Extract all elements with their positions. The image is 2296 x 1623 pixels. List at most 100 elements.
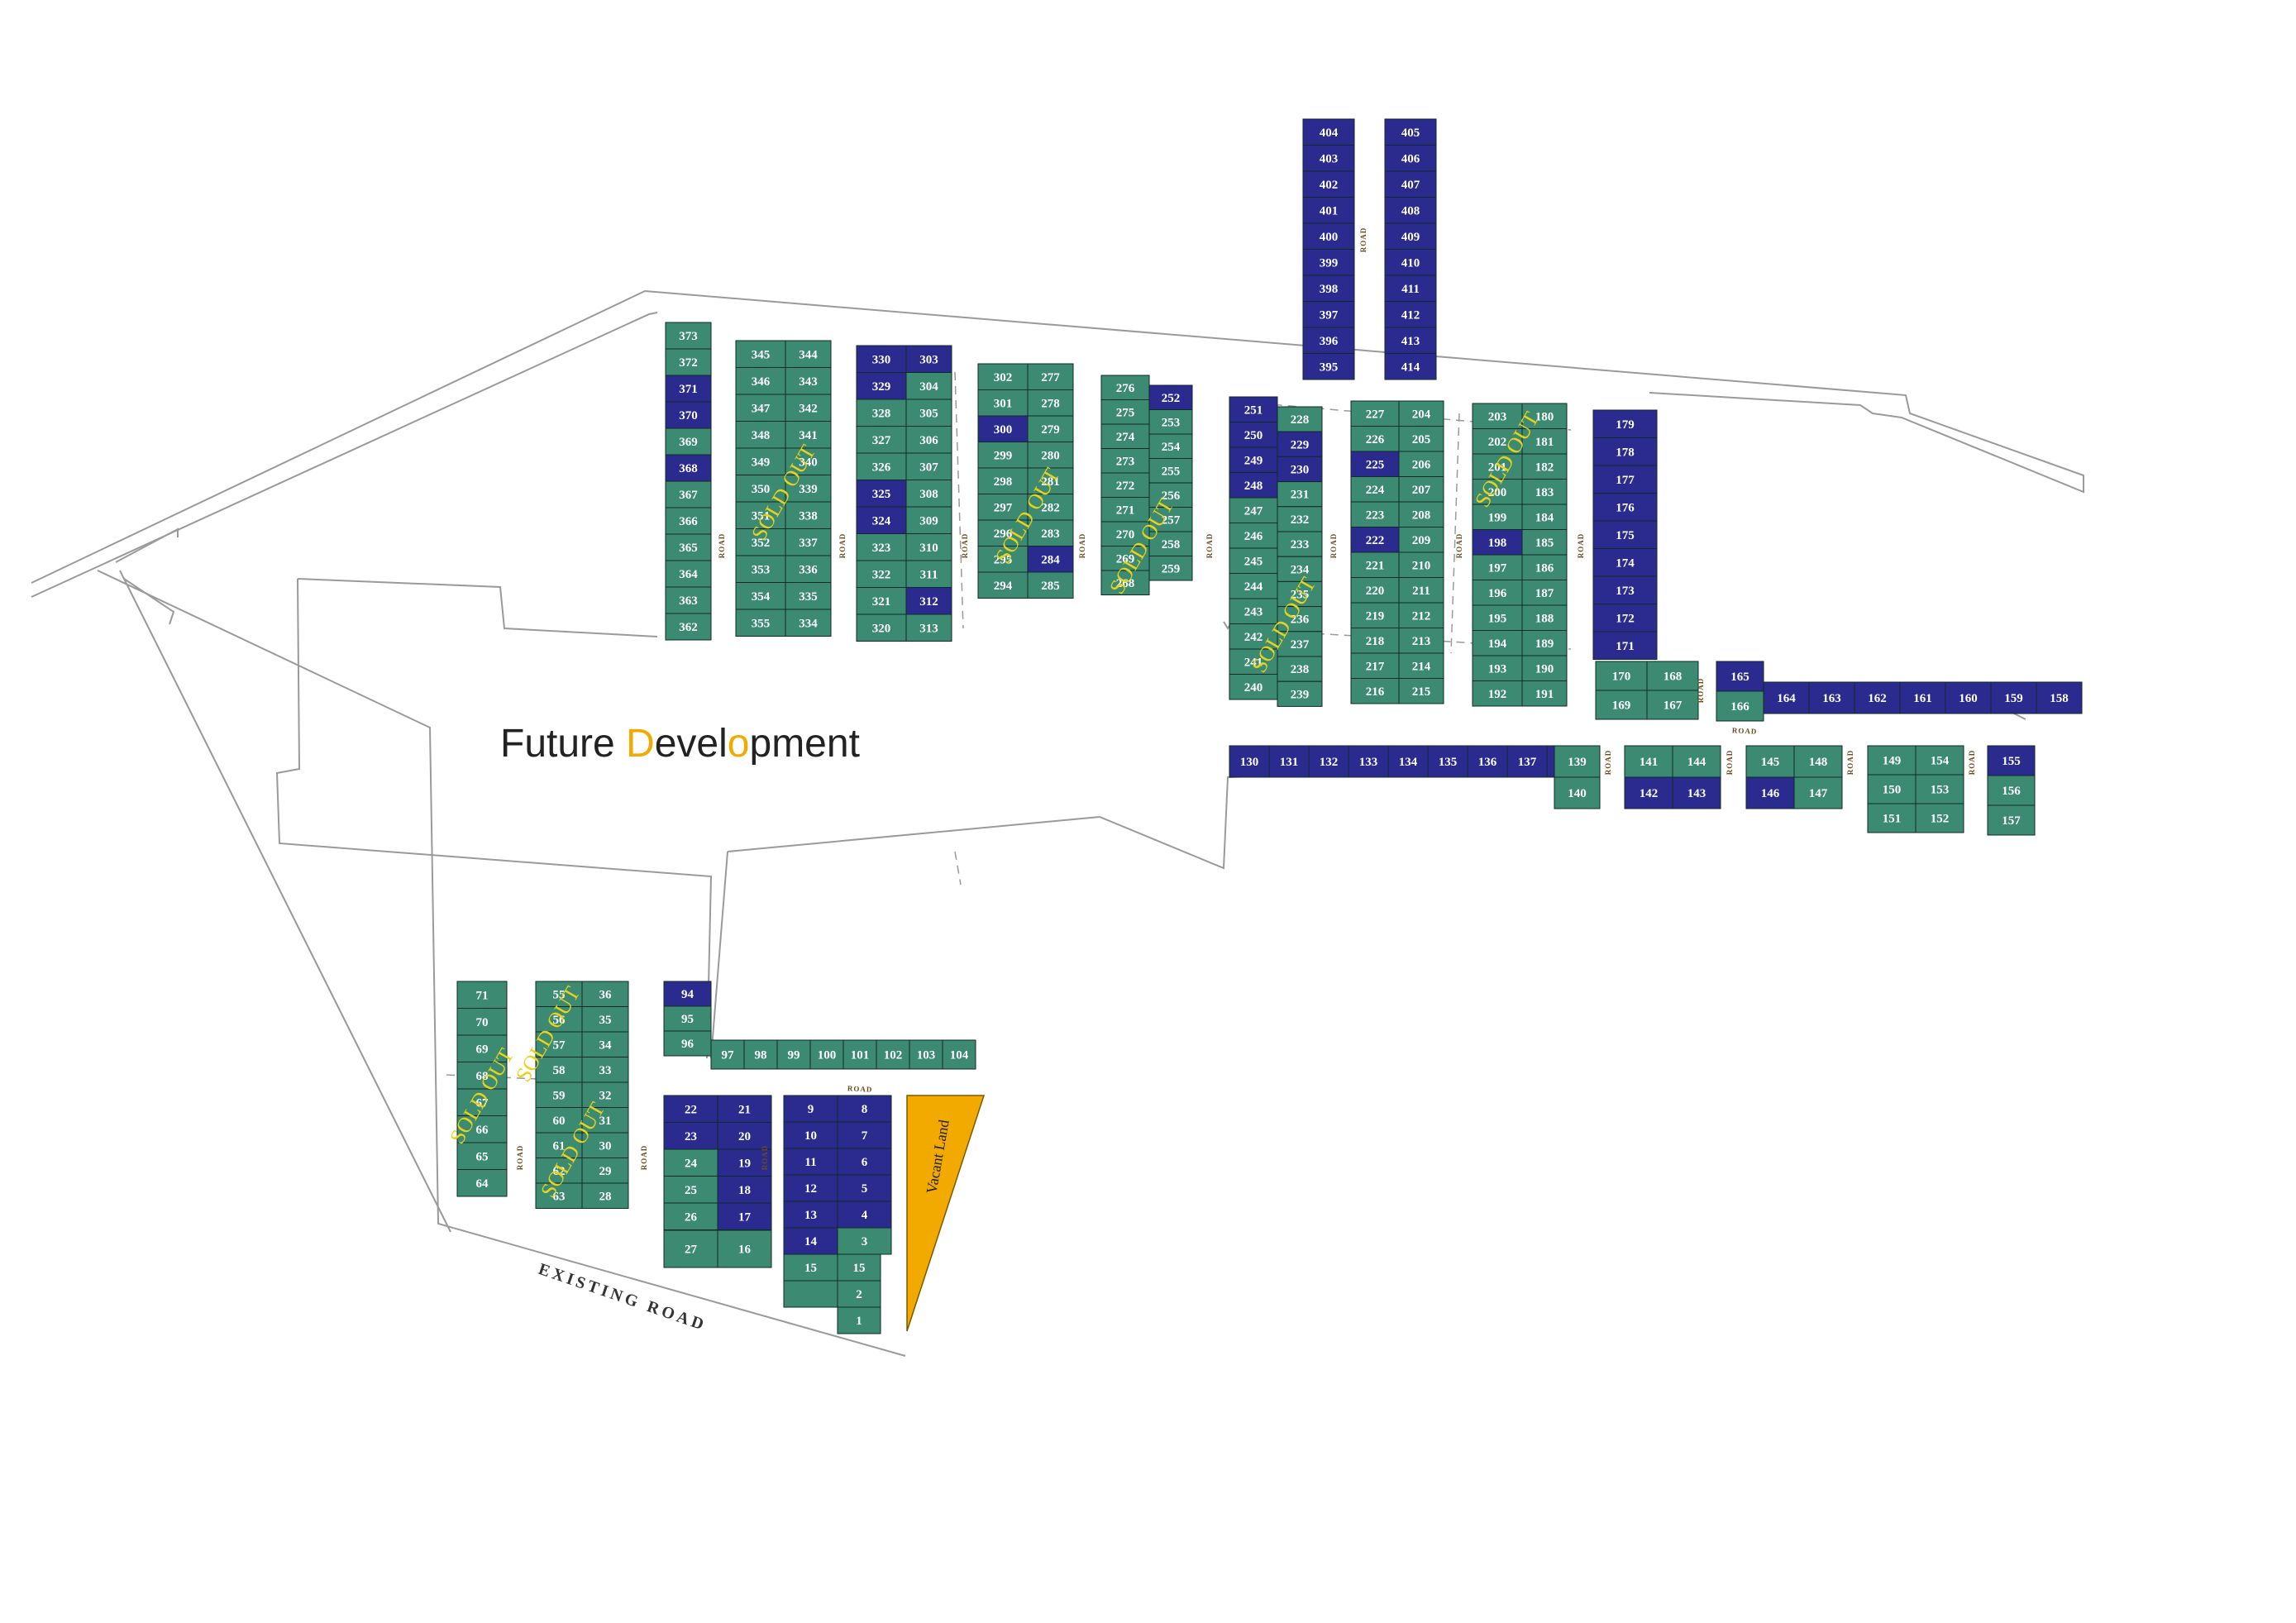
plot-297[interactable]: 297: [977, 494, 1029, 521]
plot-133[interactable]: 133: [1348, 745, 1389, 778]
plot-414[interactable]: 414: [1384, 353, 1437, 380]
plot-254[interactable]: 254: [1148, 433, 1193, 459]
plot-11[interactable]: 11: [783, 1148, 838, 1176]
plot-241[interactable]: 241: [1229, 648, 1278, 675]
plot-281[interactable]: 281: [1027, 467, 1074, 494]
plot-60[interactable]: 60: [535, 1107, 583, 1134]
plot-180[interactable]: 180: [1521, 403, 1568, 429]
plot-231[interactable]: 231: [1277, 481, 1323, 508]
plot-55[interactable]: 55: [535, 981, 583, 1007]
plot-400[interactable]: 400: [1302, 222, 1355, 250]
plot-304[interactable]: 304: [905, 372, 952, 400]
plot-405[interactable]: 405: [1384, 118, 1437, 146]
plot-223[interactable]: 223: [1350, 501, 1400, 527]
plot-372[interactable]: 372: [665, 348, 712, 376]
plot-176[interactable]: 176: [1592, 493, 1658, 522]
plot-368[interactable]: 368: [665, 454, 712, 482]
plot-313[interactable]: 313: [905, 613, 952, 642]
plot-324[interactable]: 324: [856, 506, 907, 534]
plot-57[interactable]: 57: [535, 1031, 583, 1057]
plot-101[interactable]: 101: [843, 1039, 877, 1070]
plot-183[interactable]: 183: [1521, 479, 1568, 505]
plot-238[interactable]: 238: [1277, 656, 1323, 682]
plot-398[interactable]: 398: [1302, 274, 1355, 302]
plot-285[interactable]: 285: [1027, 571, 1074, 599]
plot-300[interactable]: 300: [977, 415, 1029, 442]
plot-396[interactable]: 396: [1302, 327, 1355, 354]
plot-151[interactable]: 151: [1867, 803, 1917, 833]
plot-197[interactable]: 197: [1472, 554, 1523, 580]
plot-2[interactable]: 2: [837, 1280, 881, 1308]
plot-146[interactable]: 146: [1745, 776, 1795, 809]
plot-69[interactable]: 69: [456, 1034, 508, 1062]
plot-188[interactable]: 188: [1521, 604, 1568, 631]
plot-219[interactable]: 219: [1350, 602, 1400, 628]
plot-35[interactable]: 35: [581, 1006, 629, 1033]
plot-277[interactable]: 277: [1027, 363, 1074, 390]
plot-10[interactable]: 10: [783, 1121, 838, 1149]
plot-253[interactable]: 253: [1148, 409, 1193, 435]
plot-218[interactable]: 218: [1350, 628, 1400, 654]
plot-130[interactable]: 130: [1229, 745, 1270, 778]
plot-141[interactable]: 141: [1624, 745, 1673, 778]
plot-301[interactable]: 301: [977, 389, 1029, 417]
plot-364[interactable]: 364: [665, 560, 712, 588]
plot-269[interactable]: 269: [1100, 546, 1150, 571]
plot-366[interactable]: 366: [665, 507, 712, 535]
plot-340[interactable]: 340: [785, 447, 832, 475]
plot-162[interactable]: 162: [1854, 681, 1901, 714]
plot-371[interactable]: 371: [665, 375, 712, 403]
plot-240[interactable]: 240: [1229, 674, 1278, 700]
plot-7[interactable]: 7: [837, 1121, 892, 1149]
plot-268[interactable]: 268: [1100, 570, 1150, 595]
plot-235[interactable]: 235: [1277, 580, 1323, 608]
plot-149[interactable]: 149: [1867, 745, 1917, 776]
plot-247[interactable]: 247: [1229, 497, 1278, 523]
plot-167[interactable]: 167: [1646, 690, 1699, 720]
plot-61[interactable]: 61: [535, 1132, 583, 1158]
plot-228[interactable]: 228: [1277, 406, 1323, 432]
plot-150[interactable]: 150: [1867, 774, 1917, 804]
plot-215[interactable]: 215: [1398, 678, 1444, 704]
plot-97[interactable]: 97: [710, 1039, 745, 1070]
plot-159[interactable]: 159: [1990, 681, 2037, 714]
plot-174[interactable]: 174: [1592, 548, 1658, 577]
plot-206[interactable]: 206: [1398, 451, 1444, 477]
plot-98[interactable]: 98: [743, 1039, 778, 1070]
plot-189[interactable]: 189: [1521, 630, 1568, 656]
plot-65[interactable]: 65: [456, 1142, 508, 1170]
plot-227[interactable]: 227: [1350, 400, 1400, 427]
plot-322[interactable]: 322: [856, 560, 907, 588]
plot-132[interactable]: 132: [1308, 745, 1349, 778]
plot-71[interactable]: 71: [456, 981, 508, 1009]
plot-362[interactable]: 362: [665, 613, 712, 641]
plot-168[interactable]: 168: [1646, 661, 1699, 691]
plot-156[interactable]: 156: [1987, 775, 2036, 806]
plot-250[interactable]: 250: [1229, 422, 1278, 448]
plot-275[interactable]: 275: [1100, 399, 1150, 425]
plot-62[interactable]: 62: [535, 1158, 583, 1184]
plot-399[interactable]: 399: [1302, 249, 1355, 276]
plot-370[interactable]: 370: [665, 401, 712, 429]
plot-166[interactable]: 166: [1716, 690, 1764, 722]
plot-27[interactable]: 27: [663, 1229, 718, 1268]
plot-64[interactable]: 64: [456, 1169, 508, 1197]
plot-225[interactable]: 225: [1350, 451, 1400, 477]
plot-347[interactable]: 347: [735, 394, 786, 422]
plot-283[interactable]: 283: [1027, 519, 1074, 547]
plot-199[interactable]: 199: [1472, 504, 1523, 530]
plot-273[interactable]: 273: [1100, 448, 1150, 474]
plot-67[interactable]: 67: [456, 1088, 508, 1116]
plot-30[interactable]: 30: [581, 1132, 629, 1158]
plot-131[interactable]: 131: [1268, 745, 1310, 778]
plot-244[interactable]: 244: [1229, 573, 1278, 599]
plot-224[interactable]: 224: [1350, 476, 1400, 503]
plot-190[interactable]: 190: [1521, 655, 1568, 681]
plot-135[interactable]: 135: [1427, 745, 1468, 778]
plot-175[interactable]: 175: [1592, 520, 1658, 549]
plot-408[interactable]: 408: [1384, 197, 1437, 224]
plot-5[interactable]: 5: [837, 1174, 892, 1202]
plot-234[interactable]: 234: [1277, 556, 1323, 582]
plot-409[interactable]: 409: [1384, 222, 1437, 250]
plot-344[interactable]: 344: [785, 340, 832, 368]
